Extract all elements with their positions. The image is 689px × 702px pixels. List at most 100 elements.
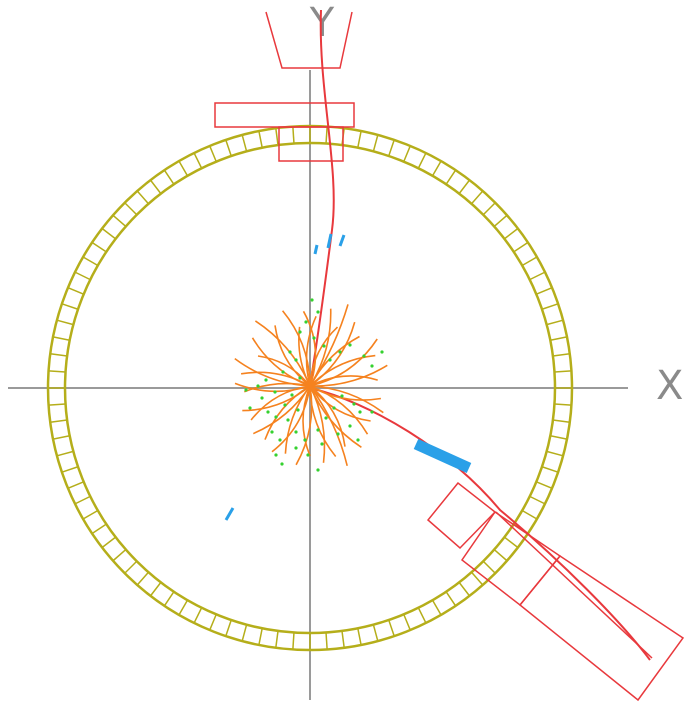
tracker-hit xyxy=(248,406,252,410)
muon-chamber-lower-right xyxy=(426,481,685,702)
calorimeter-segment xyxy=(431,160,442,177)
tracker-hit xyxy=(280,462,284,466)
tracker-hit xyxy=(362,354,366,358)
calorimeter-segment xyxy=(357,628,362,646)
inner-track xyxy=(305,315,317,387)
calorimeter-segment xyxy=(357,130,362,148)
inner-track xyxy=(234,382,311,393)
calorimeter-segment xyxy=(112,548,127,562)
inner-track xyxy=(309,385,369,435)
inner-track xyxy=(309,326,339,387)
tracker-hit xyxy=(306,453,310,457)
inner-track xyxy=(309,385,346,447)
inner-track xyxy=(251,337,311,387)
calorimeter-segment xyxy=(458,581,471,597)
calorimeter-segment xyxy=(325,632,328,650)
calorimeter-segment xyxy=(431,599,442,616)
deposit-2 xyxy=(326,233,333,249)
calorimeter-segment xyxy=(82,256,99,267)
tracker-hit xyxy=(290,393,294,397)
deposit-5 xyxy=(413,438,472,474)
tracker-hit xyxy=(340,394,344,398)
calorimeter-segment xyxy=(403,614,411,631)
calorimeter-segment xyxy=(163,169,175,185)
calorimeter-segment xyxy=(529,495,546,505)
calorimeter-segment xyxy=(275,128,279,146)
calorimeter-segment xyxy=(325,126,328,144)
calorimeter-segment xyxy=(541,466,559,473)
calorimeter-segment xyxy=(403,145,411,162)
calorimeter-segment xyxy=(503,536,519,549)
calorimeter-segment xyxy=(550,336,568,341)
tracker-hit xyxy=(288,350,292,354)
tracker-hit xyxy=(370,410,374,414)
calorimeter-segment xyxy=(74,495,91,505)
calorimeter-segment xyxy=(372,134,379,152)
calorimeter-segment xyxy=(56,450,74,457)
calorimeter-segment xyxy=(136,190,150,205)
tracker-hit xyxy=(332,406,336,410)
calorimeter-segment xyxy=(67,481,84,489)
tracker-hit xyxy=(310,298,314,302)
calorimeter-segment xyxy=(554,370,572,373)
inner-track xyxy=(309,385,348,466)
muon-track-down-right xyxy=(309,387,651,661)
tracker-hit xyxy=(348,424,352,428)
tracker-hits xyxy=(244,298,384,472)
inner-track xyxy=(244,382,311,393)
calorimeter-segment xyxy=(56,319,74,326)
tracker-hit xyxy=(266,410,270,414)
calorimeter-segment xyxy=(493,548,508,562)
calorimeter-segment xyxy=(50,353,68,357)
tracker-hit xyxy=(380,350,384,354)
calorimeter-segment xyxy=(52,435,70,440)
tracker-hit xyxy=(274,415,278,419)
inner-track xyxy=(242,385,311,412)
deposit-1 xyxy=(313,244,319,255)
tracker-hit xyxy=(283,403,287,407)
tracker-hit xyxy=(356,438,360,442)
tracker-hit xyxy=(244,388,248,392)
tracker-hit xyxy=(294,358,298,362)
calorimeter-segment xyxy=(193,152,203,169)
tracker-hit xyxy=(270,430,274,434)
muon-tracks xyxy=(309,9,651,661)
calorimeter-segment xyxy=(91,241,107,253)
calorimeter-segment xyxy=(50,419,68,423)
tracker-hit xyxy=(352,402,356,406)
calorimeter-ring xyxy=(46,124,574,652)
calorimeter-segment xyxy=(225,139,232,157)
tracker-hit xyxy=(294,430,298,434)
calorimeter-segment xyxy=(61,466,79,473)
tracker-hit xyxy=(281,370,285,374)
calorimeter-segment xyxy=(241,134,248,152)
inner-track xyxy=(302,385,311,457)
calorimeter-segment xyxy=(521,256,538,267)
inner-track xyxy=(252,385,311,435)
tracker-hit xyxy=(278,438,282,442)
tracker-hit xyxy=(322,344,326,348)
calorimeter-segment xyxy=(101,536,117,549)
calorimeter-segment xyxy=(136,571,150,586)
tracker-hit xyxy=(304,320,308,324)
calorimeter-segment xyxy=(258,130,263,148)
calorimeter-segment xyxy=(513,241,529,253)
calorimeter-segment xyxy=(536,287,553,295)
tracker-hit xyxy=(336,432,340,436)
calorimeter-segment xyxy=(149,581,162,597)
inner-track xyxy=(302,310,317,387)
calorimeter-deposits xyxy=(224,233,472,521)
calorimeter-segment xyxy=(292,126,295,144)
calorimeter-segment xyxy=(48,370,66,373)
calorimeter-segment xyxy=(552,353,570,357)
tracker-hit xyxy=(298,330,302,334)
calorimeter-segment xyxy=(503,227,519,240)
calorimeter-segment xyxy=(550,435,568,440)
calorimeter-segment xyxy=(417,152,427,169)
calorimeter-segment xyxy=(445,591,457,607)
calorimeter-segment xyxy=(225,619,232,637)
calorimeter-segment xyxy=(554,403,572,406)
inner-track xyxy=(257,355,311,387)
inner-track xyxy=(309,304,349,387)
calorimeter-segment xyxy=(292,632,295,650)
